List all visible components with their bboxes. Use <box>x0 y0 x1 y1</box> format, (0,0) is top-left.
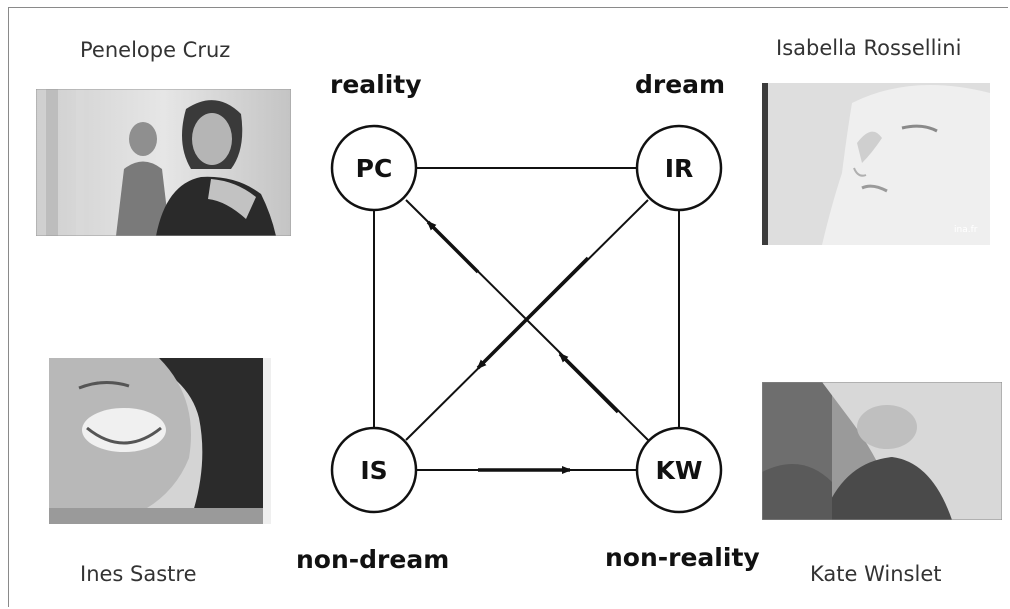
photo-kate-winslet <box>762 382 1002 520</box>
label-penelope-cruz: Penelope Cruz <box>80 38 231 62</box>
photo-ines-sastre <box>49 358 271 524</box>
arrow-kw-to-pc <box>426 220 480 274</box>
node-is: IS <box>330 426 418 514</box>
term-non-reality: non-reality <box>605 543 760 572</box>
node-kw-label: KW <box>656 456 703 485</box>
term-reality: reality <box>330 70 422 99</box>
arrow-kw-to-pc-lower <box>558 352 620 414</box>
label-ines-sastre: Ines Sastre <box>80 562 197 586</box>
term-dream: dream <box>635 70 726 99</box>
arrow-ir-to-is <box>476 256 590 370</box>
figure-frame <box>8 7 1008 607</box>
term-non-dream: non-dream <box>296 545 450 574</box>
photo-isabella-rossellini: ina.fr <box>762 83 990 245</box>
watermark-text: ina.fr <box>954 225 978 235</box>
label-isabella-rossellini: Isabella Rossellini <box>776 36 962 60</box>
node-ir: IR <box>635 124 723 212</box>
node-kw: KW <box>635 426 723 514</box>
label-kate-winslet: Kate Winslet <box>810 562 942 586</box>
node-pc-label: PC <box>356 154 393 183</box>
photo-penelope-cruz <box>36 89 291 236</box>
node-is-label: IS <box>360 456 387 485</box>
node-ir-label: IR <box>665 154 694 183</box>
node-pc: PC <box>330 124 418 212</box>
